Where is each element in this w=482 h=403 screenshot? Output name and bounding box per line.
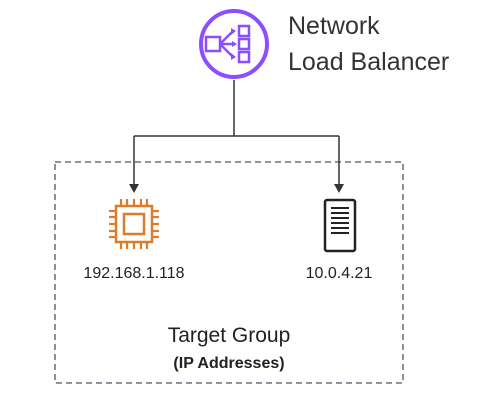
network-load-balancer-icon	[199, 9, 269, 79]
ec2-instance-chip-icon	[109, 199, 159, 249]
target-group-title: Target Group	[168, 324, 291, 347]
server-icon	[323, 198, 357, 253]
arrowhead-to-ec2	[129, 184, 139, 193]
arrowhead-to-server	[334, 184, 344, 193]
target-ip-label-server: 10.0.4.21	[306, 265, 373, 282]
target-group-subtitle: (IP Addresses)	[173, 355, 284, 372]
load-balancer-label-line2: Load Balancer	[288, 48, 449, 76]
connector-lines	[133, 80, 340, 186]
load-balancer-label-line1: Network	[288, 12, 380, 40]
target-group-boundary	[54, 161, 404, 384]
target-ip-label-ec2: 192.168.1.118	[83, 265, 184, 282]
